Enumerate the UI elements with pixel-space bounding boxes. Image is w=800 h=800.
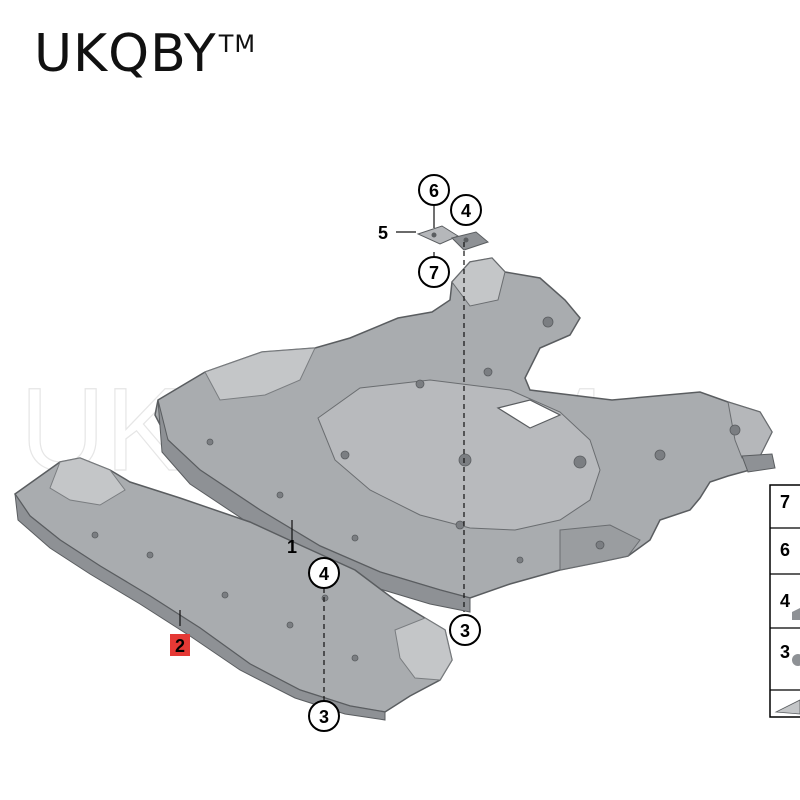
parts-legend-table: 7 6 4 3 (769, 484, 800, 718)
callout-3-right-label: 3 (460, 621, 470, 641)
callout-2-label: 2 (175, 636, 185, 656)
callout-4-lower: 4 (308, 557, 340, 589)
callout-7-label: 7 (429, 263, 439, 283)
legend-row-4: 4 (780, 591, 790, 611)
callout-4-top: 4 (450, 194, 482, 226)
front-skid-plate (13, 457, 453, 721)
legend-row-6: 6 (780, 540, 790, 560)
callout-6-label: 6 (429, 181, 439, 201)
brand-trademark: TM (218, 30, 257, 58)
callout-1-label: 1 (287, 537, 297, 557)
callout-3-right: 3 (449, 614, 481, 646)
callout-7: 7 (418, 256, 450, 288)
callout-4-top-label: 4 (461, 201, 471, 221)
legend-clip-icon (792, 608, 800, 620)
callout-2-highlighted: 2 (170, 634, 190, 656)
main-underbody-shield (154, 257, 776, 613)
brand-name: UKQBY (34, 24, 217, 84)
leader-lines (179, 205, 465, 700)
callout-4-lower-label: 4 (319, 564, 329, 584)
callout-5-label: 5 (378, 223, 388, 243)
bracket-clips (416, 225, 490, 251)
legend-row-7: 7 (780, 492, 790, 512)
callout-6: 6 (418, 174, 450, 206)
callout-1: 1 (287, 537, 297, 557)
callout-3-lower-label: 3 (319, 707, 329, 727)
brand-logo: UKQBYTM (34, 28, 256, 80)
legend-bracket-icon (774, 699, 800, 715)
legend-nut-icon (792, 654, 800, 666)
legend-row-3: 3 (780, 642, 790, 662)
callout-5: 5 (378, 223, 388, 243)
callout-3-lower: 3 (308, 700, 340, 732)
